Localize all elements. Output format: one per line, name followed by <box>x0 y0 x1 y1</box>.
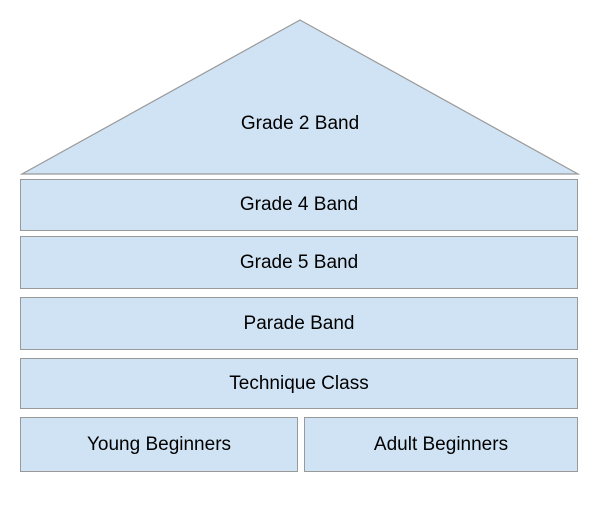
base-box-adult-beginners: Adult Beginners <box>304 417 578 472</box>
level-box-grade-5-band: Grade 5 Band <box>20 236 578 289</box>
base-label-young-beginners: Young Beginners <box>86 433 232 455</box>
level-label-grade-4-band: Grade 4 Band <box>239 194 359 215</box>
level-box-grade-4-band: Grade 4 Band <box>20 179 578 231</box>
level-label-technique-class: Technique Class <box>229 372 369 394</box>
level-label-grade-2-band: Grade 2 Band <box>240 113 360 134</box>
base-label-adult-beginners: Adult Beginners <box>373 433 509 455</box>
level-label-parade-band: Parade Band <box>243 312 355 334</box>
level-box-parade-band: Parade Band <box>20 297 578 350</box>
level-box-technique-class: Technique Class <box>20 358 578 409</box>
triangle-polygon <box>19 19 581 175</box>
level-label-grade-5-band: Grade 5 Band <box>239 251 359 273</box>
base-box-young-beginners: Young Beginners <box>20 417 298 472</box>
triangle-shape-grade-2-band <box>19 19 581 175</box>
